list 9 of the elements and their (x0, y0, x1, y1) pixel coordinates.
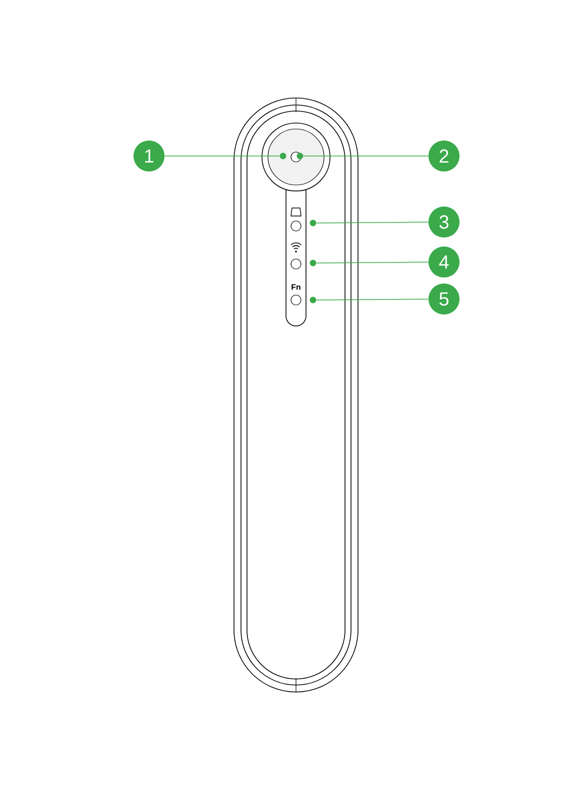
leader-line (316, 222, 429, 224)
button-label: Fn (292, 284, 300, 290)
leader-line (316, 298, 429, 300)
callout-number: 3 (428, 206, 460, 238)
callout-number: 5 (428, 284, 460, 314)
leader-line (316, 262, 429, 264)
callout-number: 2 (428, 140, 460, 172)
callout-number: 1 (134, 140, 164, 172)
callout-number: 4 (428, 246, 460, 278)
